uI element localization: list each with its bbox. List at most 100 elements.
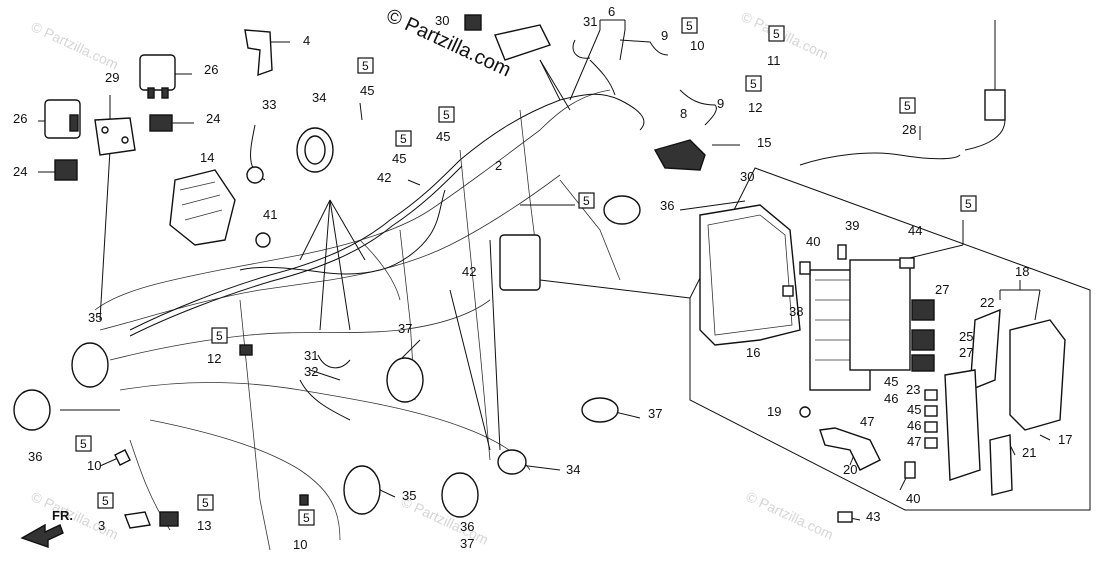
part-number-label: 14 <box>200 150 214 165</box>
part-number-label: 41 <box>263 207 277 222</box>
part-number-label: 15 <box>757 135 771 150</box>
part-bolt-40b <box>904 461 916 479</box>
part-number-label: 24 <box>206 111 220 126</box>
part-bracket-20 <box>819 427 881 471</box>
boxed-part-label: 5 <box>357 57 374 74</box>
part-fuse-30a <box>464 14 482 31</box>
part-number-label: 46 <box>884 391 898 406</box>
part-number-label: 31 <box>583 14 597 29</box>
part-number-label: 35 <box>402 488 416 503</box>
part-unit-block <box>499 234 541 291</box>
part-fuse-case-17 <box>1009 319 1066 431</box>
part-clamp-36b <box>13 389 51 431</box>
boxed-part-label: 5 <box>298 509 315 526</box>
boxed-label-text: 5 <box>443 108 450 122</box>
part-number-label: 45 <box>907 402 921 417</box>
part-number-label: 24 <box>13 164 27 179</box>
part-band-31b <box>317 354 351 369</box>
boxed-label-text: 5 <box>80 437 87 451</box>
part-number-label: 30 <box>740 169 754 184</box>
part-number-label: 43 <box>866 509 880 524</box>
part-bolt-44 <box>899 257 915 269</box>
part-number-label: 35 <box>88 310 102 325</box>
part-number-label: 4 <box>303 33 310 48</box>
part-number-label: 45 <box>360 83 374 98</box>
label-box <box>197 494 214 511</box>
part-number-label: 36 <box>28 449 42 464</box>
part-number-label: 36 <box>660 198 674 213</box>
part-number-label: 18 <box>1015 264 1029 279</box>
part-number-label: 42 <box>462 264 476 279</box>
part-number-label: 33 <box>262 97 276 112</box>
boxed-part-label: 5 <box>97 492 114 509</box>
part-number-label: 25 <box>959 329 973 344</box>
part-number-label: 3 <box>98 518 105 533</box>
part-bolt-40a <box>799 261 811 275</box>
label-box <box>298 509 315 526</box>
part-number-label: 12 <box>748 100 762 115</box>
label-box <box>578 192 595 209</box>
boxed-label-text: 5 <box>102 494 109 508</box>
part-sub-harness-8-9 <box>619 39 717 126</box>
part-clamp-34b <box>497 449 527 475</box>
part-number-label: 34 <box>312 90 326 105</box>
part-number-label: 11 <box>767 53 781 68</box>
part-number-label: 40 <box>906 491 920 506</box>
part-number-label: 6 <box>608 4 615 19</box>
part-number-label: 13 <box>197 518 211 533</box>
part-relays-25-27 <box>911 299 935 372</box>
part-clamp-35a <box>71 342 109 388</box>
label-box <box>211 327 228 344</box>
boxed-label-text: 5 <box>773 27 780 41</box>
part-number-label: 21 <box>1022 445 1036 460</box>
part-number-label: 39 <box>845 218 859 233</box>
part-number-label: 20 <box>843 462 857 477</box>
part-number-label: 19 <box>767 404 781 419</box>
boxed-label-text: 5 <box>202 496 209 510</box>
part-number-label: 22 <box>980 295 994 310</box>
part-bolt-38 <box>782 285 794 297</box>
boxed-label-text: 5 <box>904 99 911 113</box>
watermark: © Partzilla.com <box>744 488 836 542</box>
part-relay-26b <box>44 99 81 139</box>
label-box <box>395 130 412 147</box>
watermark: © Partzilla.com <box>29 18 121 72</box>
part-number-label: 45 <box>884 374 898 389</box>
boxed-part-label: 5 <box>211 327 228 344</box>
part-connector-3 <box>124 511 151 529</box>
boxed-part-label: 5 <box>578 192 595 209</box>
part-number-label: 10 <box>87 458 101 473</box>
part-cover-23 <box>944 369 981 481</box>
part-number-label: 2 <box>495 158 502 173</box>
label-box <box>899 97 916 114</box>
part-number-label: 16 <box>746 345 760 360</box>
part-number-label: 27 <box>959 345 973 360</box>
part-number-label: 12 <box>207 351 221 366</box>
boxed-part-label: 5 <box>768 25 785 42</box>
boxed-part-label: 5 <box>75 435 92 452</box>
part-label-21 <box>989 434 1013 496</box>
part-connector-24a <box>149 114 173 132</box>
part-clamp-36a <box>603 195 641 225</box>
boxed-label-text: 5 <box>303 511 310 525</box>
boxed-part-label: 5 <box>745 75 762 92</box>
part-number-label: 9 <box>717 96 724 111</box>
part-cover-top <box>494 24 551 61</box>
part-number-label: 32 <box>304 364 318 379</box>
part-connector-12b <box>239 344 253 356</box>
part-clamp-34a <box>296 127 334 173</box>
label-box <box>97 492 114 509</box>
part-number-label: 45 <box>392 151 406 166</box>
boxed-label-text: 5 <box>965 197 972 211</box>
boxed-part-label: 5 <box>395 130 412 147</box>
part-grommet-41 <box>255 232 271 248</box>
part-number-label: 8 <box>680 106 687 121</box>
part-relay-26a <box>139 54 176 99</box>
label-box <box>745 75 762 92</box>
part-clamp-37a <box>386 357 424 403</box>
part-number-label: 9 <box>661 28 668 43</box>
part-fuse-block <box>809 259 911 391</box>
part-clamp-36c <box>441 472 479 518</box>
